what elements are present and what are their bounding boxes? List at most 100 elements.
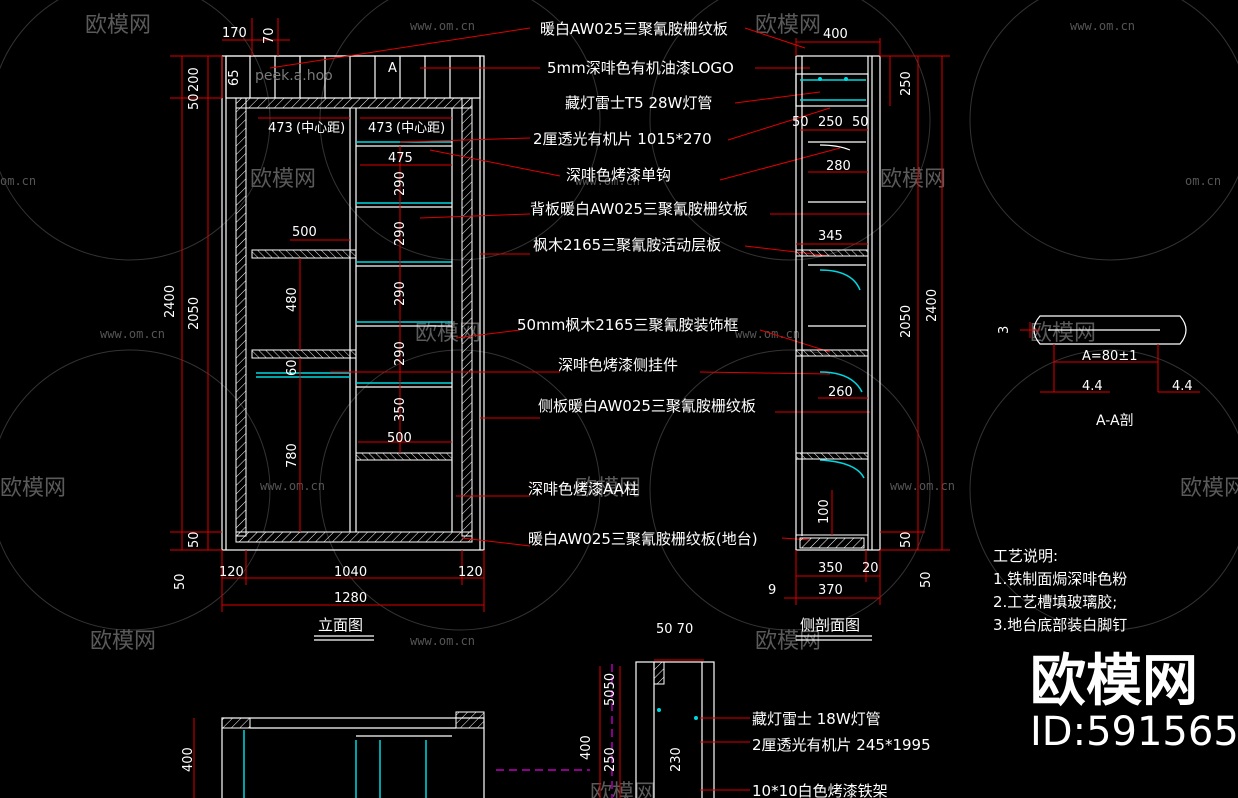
watermark-url: www.om.cn (575, 174, 640, 188)
watermark-brand: 欧模网 (755, 13, 821, 38)
glass-shelves (356, 141, 452, 388)
callout-label: 藏灯雷士 18W灯管 (752, 710, 881, 728)
watermark-brand: 欧模网 (85, 13, 151, 38)
dim-170: 170 (222, 26, 247, 41)
dim-350: 350 (818, 561, 843, 576)
hooks (808, 141, 866, 479)
dim-200: 200 (187, 67, 202, 92)
aa-detail-view: 3 A=80±1 4.4 4.4 A-A剖 (997, 315, 1200, 429)
note-item: 3.地台底部装白脚钉 (993, 616, 1127, 634)
dim-290: 290 (393, 281, 408, 306)
watermark-url: www.om.cn (1070, 19, 1135, 33)
watermark-rings (0, 0, 1238, 631)
dim-400: 400 (181, 747, 196, 772)
lower-section-view: 50 70 5050 400 250 230 藏灯雷士 18W灯管 2厘透光有机… (579, 622, 931, 798)
dim-250: 250 (818, 115, 843, 130)
dim-473-right: 473 (368, 121, 393, 136)
callout-label: 侧板暖白AW025三聚氰胺栅纹板 (538, 397, 756, 415)
brand-logo-text: 欧模网 (1030, 649, 1198, 714)
watermark-url: www.om.cn (890, 479, 955, 493)
watermark-brand: 欧模网 (250, 167, 316, 192)
watermark-brand: 欧模网 (1180, 476, 1238, 501)
callout-label: 50mm枫木2165三聚氰胺装饰框 (517, 316, 739, 334)
dim-400: 400 (579, 735, 594, 760)
dim-4-4: 4.4 (1172, 379, 1193, 394)
elevation-view: peek.a.hoo A (163, 18, 485, 641)
dim-1040: 1040 (334, 565, 367, 580)
watermark-brand: 欧模网 (1030, 321, 1096, 346)
watermark-url: www.om.cn (260, 479, 325, 493)
dim-50: 50 (852, 115, 869, 130)
callout-label: 2厘透光有机片 1015*270 (533, 130, 712, 148)
watermark-url: www.om.cn (735, 327, 800, 341)
note-item: 1.铁制面焗深啡色粉 (993, 570, 1127, 588)
dim-250: 250 (899, 71, 914, 96)
watermark-brand: 欧模网 (590, 781, 656, 798)
brand-watermark: 欧模网 ID:591565 (1030, 649, 1238, 755)
watermark-brand: 欧模网 (90, 629, 156, 654)
section-title: 侧剖面图 (800, 616, 860, 634)
dim-2400: 2400 (163, 285, 178, 318)
dim-280: 280 (826, 159, 851, 174)
dim-50: 50 (792, 115, 809, 130)
dim-60: 60 (285, 359, 300, 376)
watermark-brand: 欧模网 (755, 629, 821, 654)
dim-2050: 2050 (187, 297, 202, 330)
dim-260: 260 (828, 385, 853, 400)
process-notes: 工艺说明: 1.铁制面焗深啡色粉 2.工艺槽填玻璃胶; 3.地台底部装白脚钉 (993, 547, 1127, 634)
dim-50-70: 50 70 (656, 622, 693, 637)
dim-50: 50 (187, 531, 202, 548)
dim-4-4: 4.4 (1082, 379, 1103, 394)
callout-label: 枫木2165三聚氰胺活动层板 (533, 236, 721, 254)
dim-2400: 2400 (925, 289, 940, 322)
callout-label: 藏灯雷士T5 28W灯管 (565, 94, 712, 112)
dim-475: 475 (388, 151, 413, 166)
dim-70: 70 (262, 27, 277, 44)
dim-120-left: 120 (219, 565, 244, 580)
dim-290: 290 (393, 341, 408, 366)
watermark-brand: 欧模网 (880, 167, 946, 192)
callout-label: 暖白AW025三聚氰胺栅纹板 (540, 20, 728, 38)
note-item: 2.工艺槽填玻璃胶; (993, 593, 1117, 611)
dim-65: 65 (227, 69, 242, 86)
dim-2050: 2050 (899, 305, 914, 338)
watermark-url: www.om.cn (100, 327, 165, 341)
dim-50: 50 (173, 573, 188, 590)
dim-250: 250 (603, 747, 618, 772)
dim-290: 290 (393, 171, 408, 196)
notes-title: 工艺说明: (993, 547, 1058, 565)
side-section-view: 400 250 50 250 50 280 345 260 100 2050 2… (768, 27, 950, 641)
callout-label: 5mm深啡色有机油漆LOGO (547, 59, 734, 77)
callout-label: 10*10白色烤漆铁架 (752, 782, 888, 798)
watermark-url: om.cn (1185, 174, 1221, 188)
callout-label: 深啡色烤漆单钩 (566, 166, 671, 184)
brand-id: ID:591565 (1030, 709, 1238, 755)
dim-5050: 5050 (603, 673, 618, 706)
callout-label: 深啡色烤漆侧挂件 (558, 356, 678, 374)
dim-50: 50 (919, 571, 934, 588)
callout-leaders (269, 27, 870, 547)
dim-100: 100 (817, 499, 832, 524)
callout-label: 2厘透光有机片 245*1995 (752, 736, 931, 754)
dim-473-left: 473 (268, 121, 293, 136)
dim-50: 50 (899, 531, 914, 548)
dim-500-right: 500 (387, 431, 412, 446)
dim-780: 780 (285, 443, 300, 468)
dim-120-right: 120 (458, 565, 483, 580)
dim-480: 480 (285, 287, 300, 312)
faint-logo-text: peek.a.hoo (255, 68, 333, 84)
callout-label: 背板暖白AW025三聚氰胺栅纹板 (530, 200, 748, 218)
dim-350: 350 (393, 397, 408, 422)
dim-345: 345 (818, 229, 843, 244)
dim-20: 20 (862, 561, 879, 576)
callout-label: 深啡色烤漆AA柱 (528, 480, 639, 498)
dim-370: 370 (818, 583, 843, 598)
watermark-url: om.cn (0, 174, 36, 188)
watermark-url: www.om.cn (410, 634, 475, 648)
dim-9: 9 (768, 583, 776, 598)
dim-400: 400 (823, 27, 848, 42)
dim-1280: 1280 (334, 591, 367, 606)
dim-50: 50 (187, 93, 202, 110)
callout-labels: 暖白AW025三聚氰胺栅纹板 5mm深啡色有机油漆LOGO 藏灯雷士T5 28W… (517, 20, 758, 548)
